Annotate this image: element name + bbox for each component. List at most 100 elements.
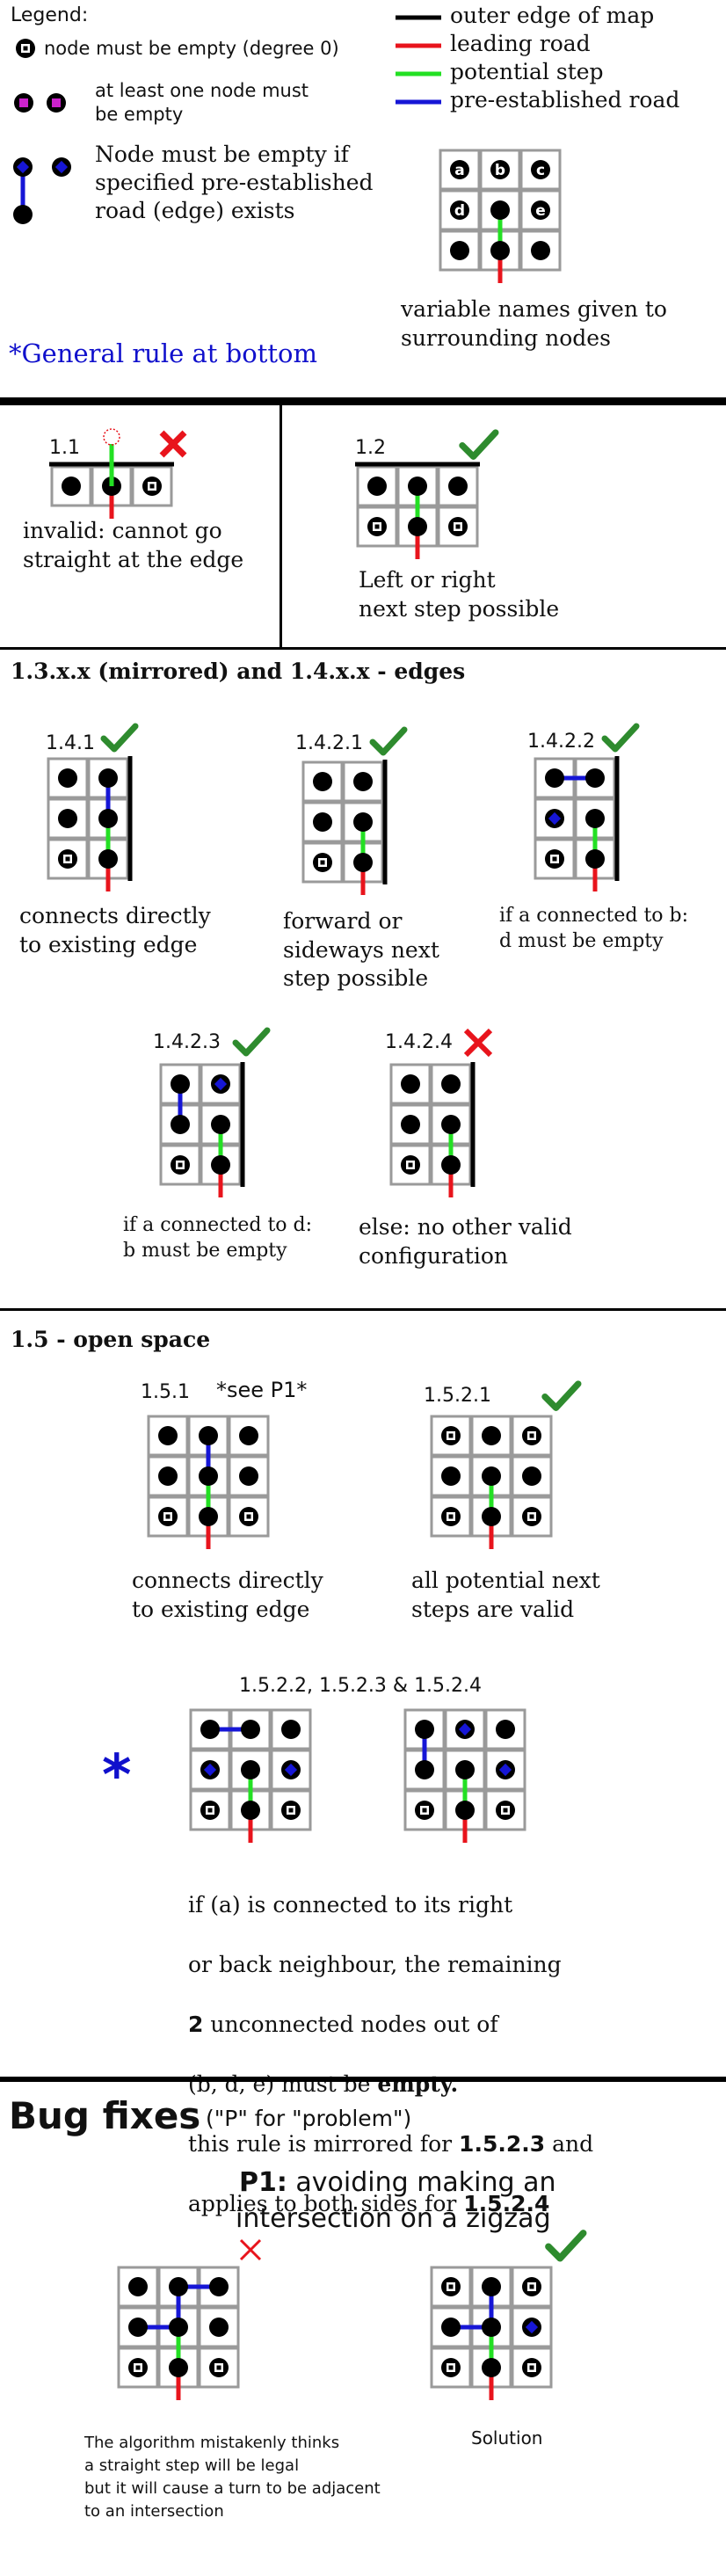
- valid-check-icon: [459, 429, 499, 460]
- one-empty-icon: [14, 93, 66, 113]
- empty-node-icon: [16, 39, 35, 58]
- invalid-cross-icon: [159, 430, 187, 458]
- p1-title-line: avoiding making an: [287, 2167, 556, 2198]
- legend-one-empty-text: at least one node must be empty: [95, 80, 309, 126]
- node: [490, 241, 510, 260]
- node: [239, 1466, 258, 1486]
- rule-line: applies to both sides for: [188, 2191, 464, 2216]
- node: [158, 1466, 178, 1486]
- node: [482, 2277, 501, 2296]
- diagram-1-4-1-caption: connects directly to existing edge: [19, 903, 211, 957]
- node: [408, 517, 427, 536]
- node: [62, 477, 81, 496]
- legend-established: pre-established road: [450, 87, 680, 113]
- node: [441, 1155, 461, 1175]
- legend-varnames-caption: variable names given to surrounding node…: [401, 296, 667, 351]
- node: [209, 2277, 229, 2296]
- valid-check-icon: [100, 723, 139, 753]
- empty-marker: [422, 1808, 427, 1813]
- node: [441, 2318, 461, 2337]
- node: [401, 1115, 420, 1134]
- node: [199, 1507, 218, 1526]
- empty-marker: [529, 1514, 534, 1519]
- empty-marker: [246, 1514, 251, 1519]
- valid-check-icon: [541, 1380, 582, 1411]
- legend-conditional-text: Node must be empty if specified pre-esta…: [95, 142, 374, 223]
- empty-marker: [320, 860, 325, 865]
- p1-title: P1: avoiding making an: [239, 2165, 556, 2201]
- grid-cell: [444, 1708, 486, 1750]
- node: [58, 809, 77, 828]
- node: [482, 2318, 501, 2337]
- rule-line: if (a) is connected to its right: [188, 1892, 513, 1917]
- empty-marker: [448, 1433, 454, 1438]
- node: [313, 812, 332, 832]
- diagram-1-4-2-1-label: 1.4.2.1: [295, 732, 363, 754]
- node: [482, 1466, 501, 1486]
- bug-fixes-title: Bug fixes: [9, 2094, 201, 2137]
- variable-name-label: a: [454, 162, 464, 179]
- diagram-1-4-2-2-caption: if a connected to b: d must be empty: [499, 905, 689, 952]
- node: [441, 1074, 461, 1094]
- empty-marker: [216, 2365, 221, 2370]
- valid-check-icon: [545, 2230, 587, 2262]
- node: [241, 1760, 260, 1779]
- node: [171, 1074, 190, 1094]
- node: [482, 1507, 501, 1526]
- rule-emphasis: empty.: [377, 2071, 459, 2097]
- node: [211, 1155, 230, 1175]
- general-rule-note: *General rule at bottom: [9, 338, 317, 368]
- diagram-1-5-1-caption: connects directly to existing edge: [132, 1568, 323, 1622]
- diagram-1-2-caption: Left or right next step possible: [359, 567, 560, 622]
- node: [531, 241, 550, 260]
- p1-solution-caption: Solution: [471, 2427, 543, 2449]
- diagram-1-5-2-x-label: 1.5.2.2, 1.5.2.3 & 1.5.2.4: [239, 1675, 483, 1697]
- grid-cell: [147, 1415, 189, 1457]
- node: [199, 1466, 218, 1486]
- empty-marker: [503, 1808, 508, 1813]
- node: [199, 1426, 218, 1445]
- legend-outer-edge: outer edge of map: [450, 3, 655, 28]
- node: [128, 2277, 148, 2296]
- diagram-1-5-2-1-label: 1.5.2.1: [424, 1385, 491, 1407]
- conditional-empty-icon: [13, 157, 71, 224]
- bug-fixes-subtitle: ("P" for "problem"): [206, 2106, 412, 2131]
- node: [367, 477, 387, 496]
- grid-cell: [470, 1415, 512, 1457]
- empty-marker: [374, 524, 380, 529]
- empty-marker: [135, 2365, 141, 2370]
- diagram-1-4-2-4-label: 1.4.2.4: [385, 1031, 453, 1053]
- valid-check-icon: [369, 726, 408, 756]
- p1-problem-caption: The algorithm mistakenly thinks a straig…: [84, 2434, 381, 2521]
- node: [169, 2277, 188, 2296]
- node: [522, 1466, 541, 1486]
- empty-marker: [178, 1162, 183, 1168]
- empty-marker: [207, 1808, 213, 1813]
- node: [441, 1115, 461, 1134]
- node: [482, 2358, 501, 2377]
- rule-line: and: [545, 2131, 594, 2157]
- node: [448, 477, 468, 496]
- empty-marker: [552, 856, 557, 862]
- diagram-1-4-2-3-caption: if a connected to d: b must be empty: [123, 1214, 313, 1262]
- node: [415, 1760, 434, 1779]
- rule-line: this rule is mirrored for: [188, 2131, 460, 2157]
- diagram-1-2-label: 1.2: [355, 437, 386, 459]
- diagram-1-1-label: 1.1: [49, 437, 80, 459]
- empty-marker: [165, 1514, 171, 1519]
- section-open-space-title: 1.5 - open space: [11, 1327, 211, 1352]
- legend-potential: potential step: [450, 59, 604, 84]
- node: [241, 1801, 260, 1820]
- section-divider: [0, 647, 726, 650]
- node: [585, 849, 605, 869]
- node: [401, 1074, 420, 1094]
- empty-marker: [448, 2365, 454, 2370]
- invalid-cross-icon: [463, 1028, 493, 1058]
- conditional-marker: [203, 1763, 217, 1777]
- grid-cell: [389, 1144, 432, 1186]
- grid-cell: [479, 189, 521, 231]
- diagram-1-4-2-3-label: 1.4.2.3: [153, 1031, 221, 1053]
- node: [415, 1720, 434, 1739]
- node: [313, 772, 332, 791]
